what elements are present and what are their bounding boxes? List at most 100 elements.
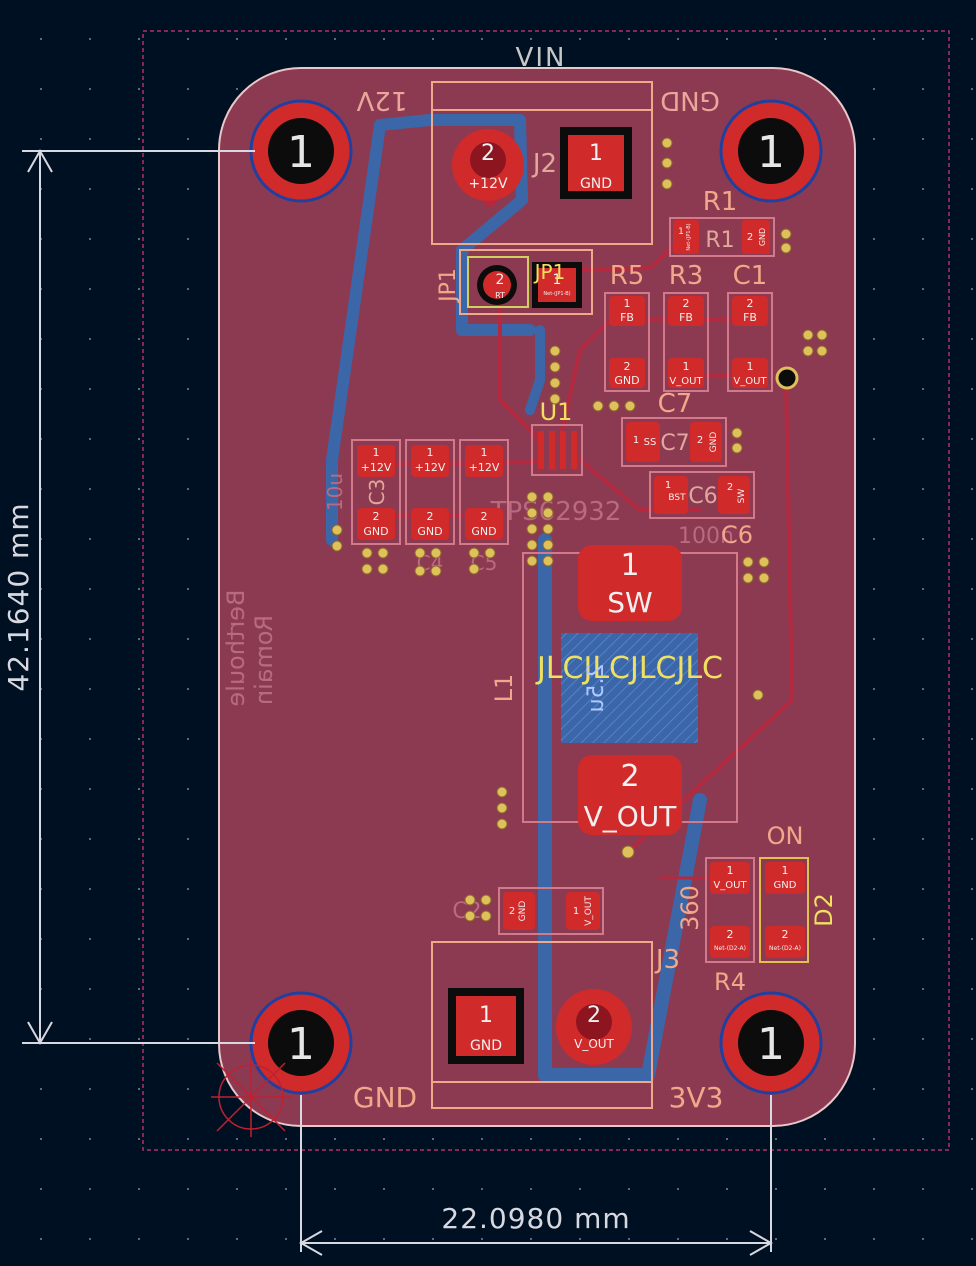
capacitor-c7[interactable]: C7 C7 1 SS 2 GND (621, 389, 727, 467)
c6-fab-reference: C6 (688, 484, 717, 509)
led-d2[interactable]: 1 GND 2 Net-(D2-A) D2 (759, 857, 838, 963)
via-vout-feedback (775, 366, 799, 390)
c1-pad2-net: FB (743, 311, 757, 324)
origin-crosshair-icon (211, 1057, 291, 1137)
c6-pad2-net: SW (737, 489, 747, 504)
connector-j3[interactable]: 1 GND 2 V_OUT J3 (431, 941, 680, 1109)
c3-pad2-number: 2 (373, 510, 380, 523)
r4-pad2-net: Net-(D2-A) (714, 945, 746, 952)
j3-pin1-number: 1 (479, 1003, 493, 1028)
silk-label-gnd-bottom: GND (353, 1081, 417, 1114)
r4-pad1-net: V_OUT (713, 880, 747, 891)
r4-pad1-number: 1 (727, 864, 734, 877)
c7-pad2-net: GND (709, 432, 719, 453)
l1-pad1-number: 1 (620, 548, 639, 583)
c5-pad2-number: 2 (481, 510, 488, 523)
r3-pad1-net: V_OUT (669, 376, 703, 387)
inductor-l1[interactable]: 1 SW JLCJLCJLCJLC 2.5u L1 2 V_OUT (490, 545, 738, 835)
r1-pad1-number: 1 (678, 227, 684, 237)
l1-pad1-net: SW (607, 586, 652, 619)
r5-pad2-net: GND (614, 374, 639, 387)
r1-fab-reference: R1 (705, 228, 734, 253)
j3-pin1-net: GND (470, 1038, 502, 1054)
c2-pad1-number: 1 (573, 906, 579, 917)
mount-hole-top-right[interactable]: 1 (719, 99, 823, 203)
r3-pad2-number: 2 (683, 297, 690, 310)
c4-pad1-number: 1 (427, 446, 434, 459)
silk-label-12v: 12V (356, 85, 407, 115)
j3-pin2-net: V_OUT (574, 1037, 614, 1051)
c3-pad1-number: 1 (373, 446, 380, 459)
resistor-r5[interactable]: 1 FB 2 GND (604, 292, 650, 392)
c1-pad1-net: V_OUT (733, 376, 767, 387)
c3-reference: C3 (365, 479, 389, 506)
c6-pad1-net: BST (668, 493, 686, 503)
d2-pad2-net: Net-(D2-A) (769, 945, 801, 952)
r5-pad1-number: 1 (624, 297, 631, 310)
bottom-copper-traces (326, 114, 707, 1082)
c7-fab-reference: C7 (660, 431, 689, 456)
connector-j2[interactable]: 2 +12V 1 GND J2 (431, 81, 653, 245)
mount-hole-pad-number: 1 (757, 127, 785, 178)
l1-pad2-number: 2 (620, 759, 639, 794)
l1-pad2-net: V_OUT (584, 800, 678, 833)
resistor-r1[interactable]: R1 R1 1 Net-(JP1-B) 2 GND (669, 187, 775, 257)
mount-hole-pad-number: 1 (287, 1019, 315, 1070)
resistor-r4[interactable]: 1 V_OUT 2 Net-(D2-A) 360 R4 (676, 857, 755, 996)
pcb-board (218, 67, 856, 1127)
u1-part-number: TPS62932 (490, 497, 622, 527)
c7-pad2-number: 2 (697, 435, 703, 446)
j3-reference: J3 (654, 945, 680, 975)
mount-hole-pad-number: 1 (757, 1019, 785, 1070)
mount-hole-bottom-left[interactable]: 1 (249, 991, 353, 1095)
c2-pad1-net: V_OUT (584, 896, 594, 926)
j2-pin2-number: 2 (481, 141, 495, 166)
capacitor-c1[interactable]: 2 FB 1 V_OUT (727, 292, 773, 392)
r5-reference: R5 (610, 261, 645, 291)
c7-pad1-number: 1 (633, 435, 639, 446)
board-courtyard-outline (142, 30, 950, 1151)
mount-hole-top-left[interactable]: 1 (249, 99, 353, 203)
d2-pad2-number: 2 (782, 928, 789, 941)
j2-pin1-number: 1 (589, 141, 603, 166)
jp1-pin2-number: 2 (496, 272, 505, 288)
author-name-line2: Romain (250, 615, 278, 705)
l1-value: 2.5u (584, 664, 609, 713)
capacitor-c3[interactable]: 1 +12V 2 GND C3 10u (323, 439, 401, 545)
d2-pad1-number: 1 (782, 864, 789, 877)
r4-value: 360 (676, 885, 704, 931)
c5-pad1-number: 1 (481, 446, 488, 459)
c4-pad2-net: GND (417, 525, 442, 538)
mount-hole-bottom-right[interactable]: 1 (719, 991, 823, 1095)
dimension-vertical-label: 42.1640 mm (2, 502, 35, 691)
j3-pin2-number: 2 (587, 1003, 601, 1028)
jumper-jp1[interactable]: 2 RT 1 Net-(JP1-B) JP1 JP1 (436, 249, 593, 315)
dimension-horizontal (298, 1095, 774, 1256)
jp1-pin1-net: Net-(JP1-B) (543, 291, 570, 297)
silk-label-3v3: 3V3 (669, 1081, 724, 1114)
c5-pad2-net: GND (471, 525, 496, 538)
c2-pad2-number: 2 (509, 906, 515, 917)
j2-pin2-net: +12V (468, 176, 508, 192)
r5-pad1-net: FB (620, 311, 634, 324)
c6-reference: C6 (721, 521, 753, 549)
c7-pad1-net: SS (644, 437, 657, 448)
l1-reference: L1 (490, 674, 518, 703)
mount-hole-pad-number: 1 (287, 127, 315, 178)
resistor-r3[interactable]: 2 FB 1 V_OUT (663, 292, 709, 392)
j2-pin1-net: GND (580, 176, 612, 192)
ic-u1[interactable]: U1 TPS62932 (490, 398, 622, 527)
c3-value: 10u (323, 473, 347, 511)
silk-label-gnd-top: GND (660, 85, 720, 115)
c1-reference: C1 (733, 261, 768, 291)
c4-pad2-number: 2 (427, 510, 434, 523)
d2-reference: D2 (810, 893, 838, 927)
capacitor-c6[interactable]: C6 1 BST 2 SW 100n C6 (649, 471, 755, 549)
r3-pad1-number: 1 (683, 360, 690, 373)
r4-pad2-number: 2 (727, 928, 734, 941)
r1-pad2-net: GND (758, 228, 767, 246)
jp1-pin1-number: 1 (553, 272, 562, 288)
r3-reference: R3 (669, 261, 704, 291)
capacitor-c5[interactable]: 1 +12V 2 GND C5 (459, 439, 509, 575)
